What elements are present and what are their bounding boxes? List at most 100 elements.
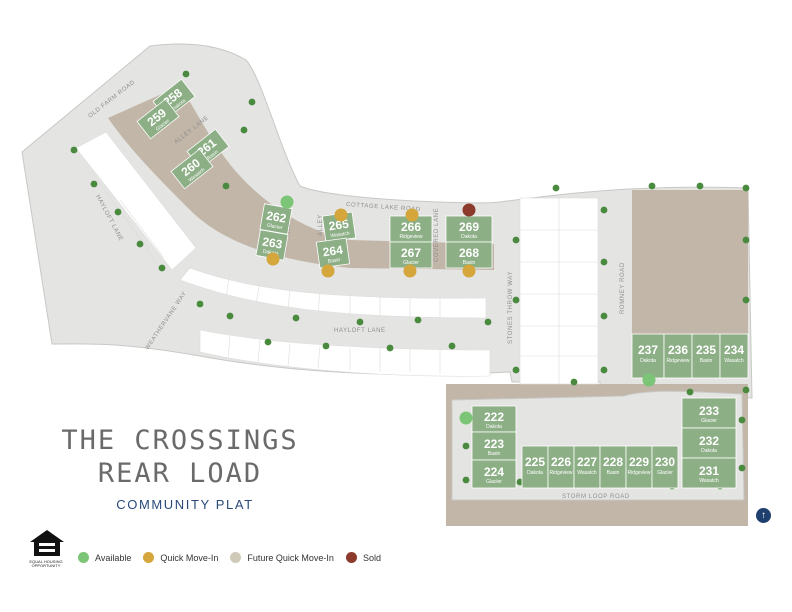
lot-shape — [681, 457, 737, 489]
status-marker-237[interactable] — [642, 373, 656, 387]
lot-shape — [136, 98, 180, 140]
future-lots-hayloft — [179, 267, 491, 377]
equal-housing-logo — [30, 530, 64, 556]
tree-icon — [462, 442, 470, 450]
lot-plan: Glacier — [486, 479, 502, 485]
tree-icon — [386, 344, 394, 352]
status-marker-262[interactable] — [280, 195, 294, 209]
tree-icon — [600, 366, 608, 374]
lot-plan: Dakota — [461, 234, 477, 240]
tree-icon — [240, 126, 248, 134]
legend-label: Sold — [362, 552, 381, 563]
lot-shape — [651, 445, 679, 489]
status-marker-267[interactable] — [403, 264, 417, 278]
lot-number: 262 — [265, 208, 287, 225]
lot-number: 231 — [699, 464, 719, 478]
tree-icon — [356, 318, 364, 326]
lot-plan: Glacier — [657, 470, 673, 476]
lot-shape — [471, 459, 517, 489]
tree-icon — [512, 296, 520, 304]
lot-number: 264 — [322, 243, 344, 260]
legend-item-available: Available — [78, 552, 131, 563]
lot-shape — [521, 445, 549, 489]
lot-number: 237 — [638, 343, 658, 357]
lot-shape — [573, 445, 601, 489]
status-marker-269[interactable] — [462, 203, 476, 217]
future-lots-stones-throw — [519, 197, 599, 385]
tree-icon — [648, 182, 656, 190]
tree-icon — [226, 312, 234, 320]
status-marker-264[interactable] — [321, 264, 335, 278]
status-marker-222[interactable] — [459, 411, 473, 425]
equal-housing-label: EQUAL HOUSING OPPORTUNITY — [29, 559, 63, 568]
legend-swatch — [345, 552, 357, 563]
lot-plan: Ridgeview — [399, 234, 422, 240]
lot-shape — [681, 427, 737, 459]
tree-icon — [600, 312, 608, 320]
lot-plan: Dakota — [262, 249, 279, 258]
legend-item-quick-move-in: Quick Move-In — [143, 552, 218, 563]
street-alley-d: COVERED LANE — [434, 208, 440, 262]
lot-number: 227 — [577, 455, 597, 469]
status-marker-265[interactable] — [334, 208, 348, 222]
lot-plan: Wasatch — [699, 478, 718, 484]
tree-icon — [414, 316, 422, 324]
tree-icon — [484, 318, 492, 326]
tree-icon — [462, 476, 470, 484]
lot-plan: Ridgeview — [549, 470, 572, 476]
lot-plan: Dakota — [527, 470, 543, 476]
lot-number: 266 — [401, 220, 421, 234]
tree-icon — [114, 208, 122, 216]
lot-number: 235 — [696, 343, 716, 357]
lot-number: 222 — [484, 410, 504, 424]
lot-shape — [170, 148, 214, 190]
tree-icon — [90, 180, 98, 188]
lot-number: 236 — [668, 343, 688, 357]
lot-number: 225 — [525, 455, 545, 469]
street-storm-loop: STORM LOOP ROAD — [562, 494, 630, 500]
tree-icon — [686, 388, 694, 396]
lot-number: 224 — [484, 465, 504, 479]
lot-plan: Basin — [327, 257, 340, 265]
tree-icon — [448, 342, 456, 350]
tree-icon — [292, 314, 300, 322]
lot-shape — [389, 241, 433, 269]
lot-shape — [625, 445, 653, 489]
tree-icon — [158, 264, 166, 272]
lot-shape — [691, 333, 721, 379]
status-marker-263[interactable] — [266, 252, 280, 266]
status-marker-268[interactable] — [462, 264, 476, 278]
status-marker-266[interactable] — [405, 208, 419, 222]
lot-shape — [445, 215, 493, 243]
lot-number: 267 — [401, 246, 421, 260]
lot-plan: Glacier — [266, 223, 283, 232]
lot-shape — [471, 431, 517, 461]
